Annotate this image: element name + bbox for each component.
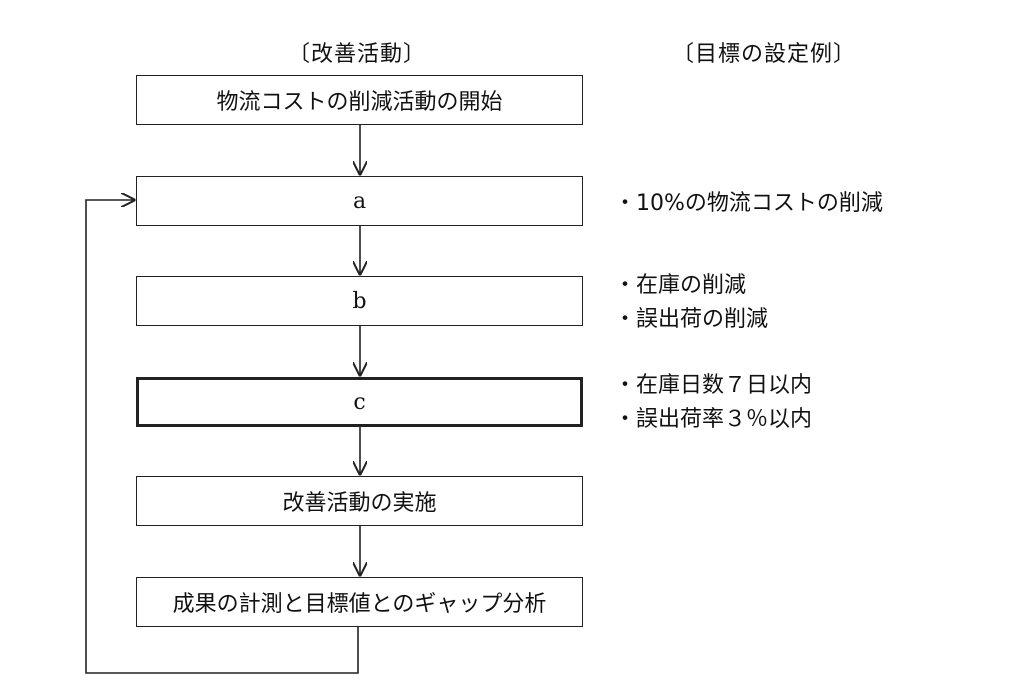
- step-implement: 改善活動の実施: [136, 476, 583, 526]
- step-b: b: [136, 276, 583, 326]
- example-c-line-1: ・在庫日数７日以内: [614, 373, 813, 398]
- header-goal-examples: 〔目標の設定例〕: [672, 42, 857, 67]
- example-b-line-1: ・在庫の削減: [614, 273, 747, 298]
- example-a-line-1: ・10%の物流コストの削減: [614, 191, 883, 216]
- step-b-label: b: [352, 288, 367, 314]
- example-b-line-2: ・誤出荷の削減: [614, 307, 769, 332]
- step-c: c: [136, 377, 583, 427]
- step-measure-gap: 成果の計測と目標値とのギャップ分析: [136, 577, 583, 627]
- step-start: 物流コストの削減活動の開始: [136, 75, 583, 125]
- step-a: a: [136, 176, 583, 226]
- step-a-label: a: [352, 188, 367, 214]
- step-start-label: 物流コストの削減活動の開始: [216, 90, 503, 115]
- step-c-label: c: [353, 389, 366, 415]
- header-improvement-activity: 〔改善活動〕: [288, 42, 427, 67]
- step-measure-gap-label: 成果の計測と目標値とのギャップ分析: [172, 592, 547, 617]
- example-c-line-2: ・誤出荷率３％以内: [614, 407, 813, 432]
- step-implement-label: 改善活動の実施: [282, 491, 437, 516]
- feedback-loop-to-a: [85, 200, 359, 674]
